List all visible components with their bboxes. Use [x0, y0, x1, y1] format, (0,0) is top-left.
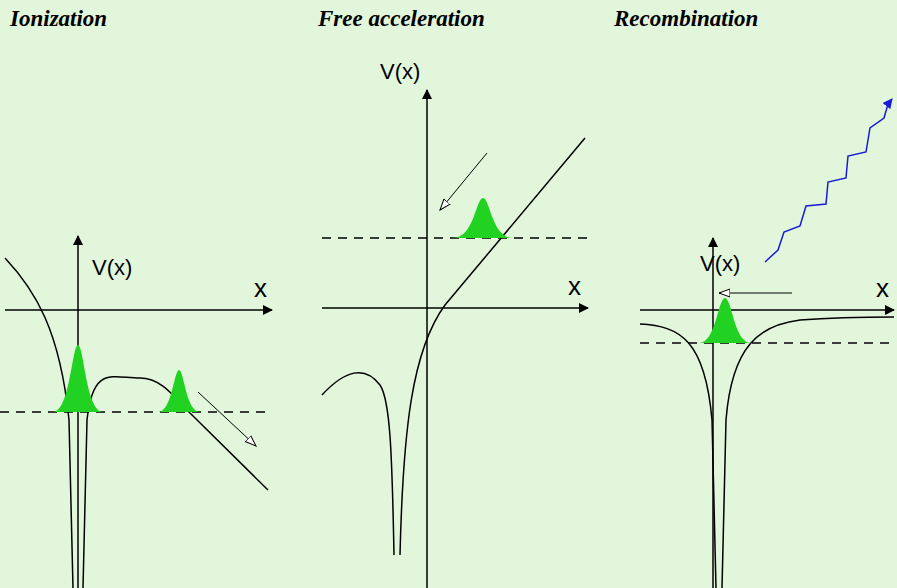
axis-label: x: [568, 272, 581, 301]
v-axis: [712, 238, 714, 588]
x-axis: [322, 307, 588, 309]
x-axis: [640, 309, 894, 311]
wave-packet: [453, 198, 513, 238]
axis-label: V(x): [380, 60, 420, 84]
axis-label: V(x): [92, 256, 132, 280]
axis-label: x: [254, 274, 267, 303]
x-axis: [5, 309, 272, 311]
motion-arrow: [440, 153, 487, 210]
photon-wave: [765, 99, 892, 262]
potential-curve: [322, 373, 394, 555]
axis-label: V(x): [700, 252, 740, 276]
wave-packet: [158, 370, 200, 412]
wave-packet: [53, 345, 103, 412]
panel-title: Ionization: [10, 6, 107, 31]
recombination-panel: [640, 238, 894, 588]
energy-level: [0, 411, 272, 412]
motion-arrow: [719, 293, 792, 294]
motion-arrow: [198, 392, 256, 446]
potential-curve: [5, 258, 73, 588]
panel-title: Recombination: [614, 6, 758, 31]
potential-curve: [722, 317, 894, 588]
ionization-panel: [0, 236, 272, 588]
wave-packet: [699, 298, 751, 343]
acceleration-panel: [322, 90, 588, 588]
energy-level: [640, 342, 894, 343]
potential-curve: [400, 138, 585, 555]
potential-curve: [640, 324, 716, 588]
axis-label: x: [876, 274, 889, 303]
panel-title: Free acceleration: [318, 6, 485, 31]
